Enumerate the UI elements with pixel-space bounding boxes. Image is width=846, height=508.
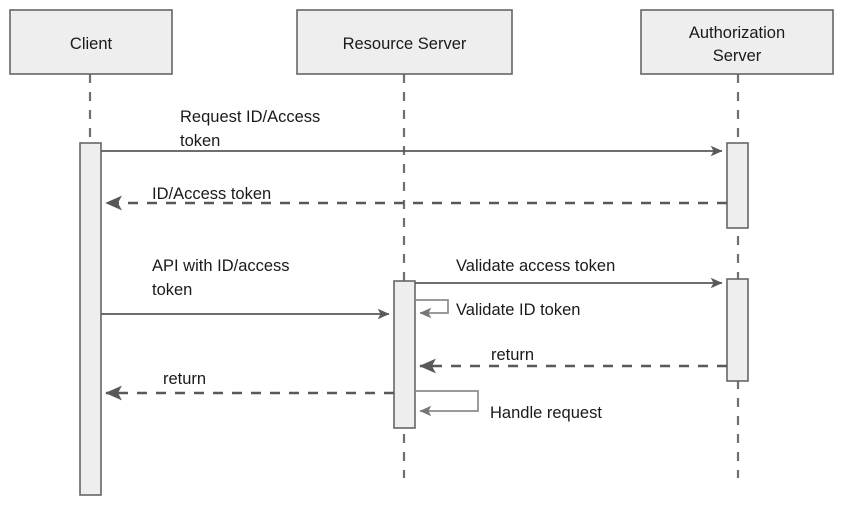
participant-resource-server[interactable]: Resource Server xyxy=(296,9,513,75)
activation-bars xyxy=(79,142,749,496)
message-self-loop-m8[interactable] xyxy=(415,390,479,417)
message-label-m5: Validate ID token xyxy=(456,301,580,319)
message-self-loop-m5[interactable] xyxy=(415,299,449,319)
message-label-m4: Validate access token xyxy=(456,257,615,275)
message-label-m3-line2: token xyxy=(152,281,192,299)
message-label-m2: ID/Access token xyxy=(152,185,271,203)
participant-label-authorization-server-line1: Authorization xyxy=(689,24,785,42)
activation-bar-client[interactable] xyxy=(79,142,102,496)
participant-label-authorization-server-line2: Server xyxy=(713,47,762,65)
activation-bar-authorization-server-1[interactable] xyxy=(726,142,749,229)
participant-box-authorization-server[interactable] xyxy=(640,9,834,75)
message-validate-id-token-self[interactable]: Validate ID token xyxy=(415,299,580,319)
message-return-auth-to-resource[interactable]: return xyxy=(419,346,727,374)
activation-bar-resource-server[interactable] xyxy=(393,280,416,429)
message-label-m6: return xyxy=(491,346,534,364)
participant-client[interactable]: Client xyxy=(9,9,173,75)
participant-authorization-server[interactable]: Authorization Server xyxy=(640,9,834,75)
message-request-id-access-token[interactable]: Request ID/Access token xyxy=(101,108,723,157)
message-label-m1-line1: Request ID/Access xyxy=(180,108,320,126)
message-label-m1-line2: token xyxy=(180,132,220,150)
participant-box-client[interactable] xyxy=(9,9,173,75)
message-api-with-id-access-token[interactable]: API with ID/access token xyxy=(101,257,390,320)
message-label-m7: return xyxy=(163,370,206,388)
message-id-access-token-return[interactable]: ID/Access token xyxy=(105,185,727,211)
activation-bar-authorization-server-2[interactable] xyxy=(726,278,749,382)
message-label-m3-line1: API with ID/access xyxy=(152,257,290,275)
participant-box-resource-server[interactable] xyxy=(296,9,513,75)
message-handle-request-self[interactable]: Handle request xyxy=(415,390,602,422)
message-return-resource-to-client[interactable]: return xyxy=(105,370,394,401)
participant-label-client: Client xyxy=(70,35,113,53)
message-validate-access-token[interactable]: Validate access token xyxy=(415,257,723,289)
participant-label-resource-server: Resource Server xyxy=(343,35,467,53)
message-label-m8: Handle request xyxy=(490,404,602,422)
